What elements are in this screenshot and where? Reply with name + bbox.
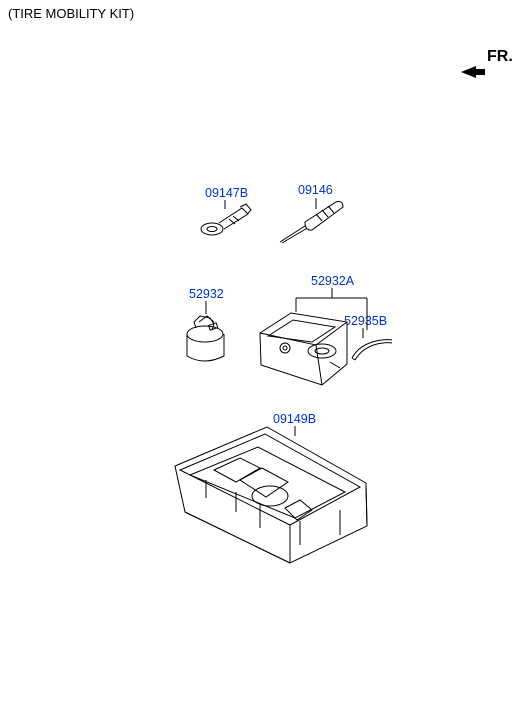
tray-icon[interactable] [174,426,368,564]
screwdriver-icon[interactable] [279,198,344,244]
part-label-tray[interactable]: 09149B [273,412,317,426]
front-arrow-icon [461,66,485,78]
diagram-title: (TIRE MOBILITY KIT) [8,6,135,21]
part-label-tow-hook[interactable]: 09147B [205,186,249,200]
part-label-sealant-bottle[interactable]: 52932 [189,287,224,301]
part-label-screwdriver[interactable]: 09146 [298,183,333,197]
hose-icon[interactable] [351,328,393,361]
compressor-icon[interactable] [259,288,368,386]
part-label-compressor[interactable]: 52932A [311,274,355,288]
tow-hook-icon[interactable] [200,200,252,236]
front-direction-label: FR. [487,48,513,65]
sealant-bottle-icon[interactable] [186,301,225,362]
part-label-hose[interactable]: 52935B [344,314,388,328]
